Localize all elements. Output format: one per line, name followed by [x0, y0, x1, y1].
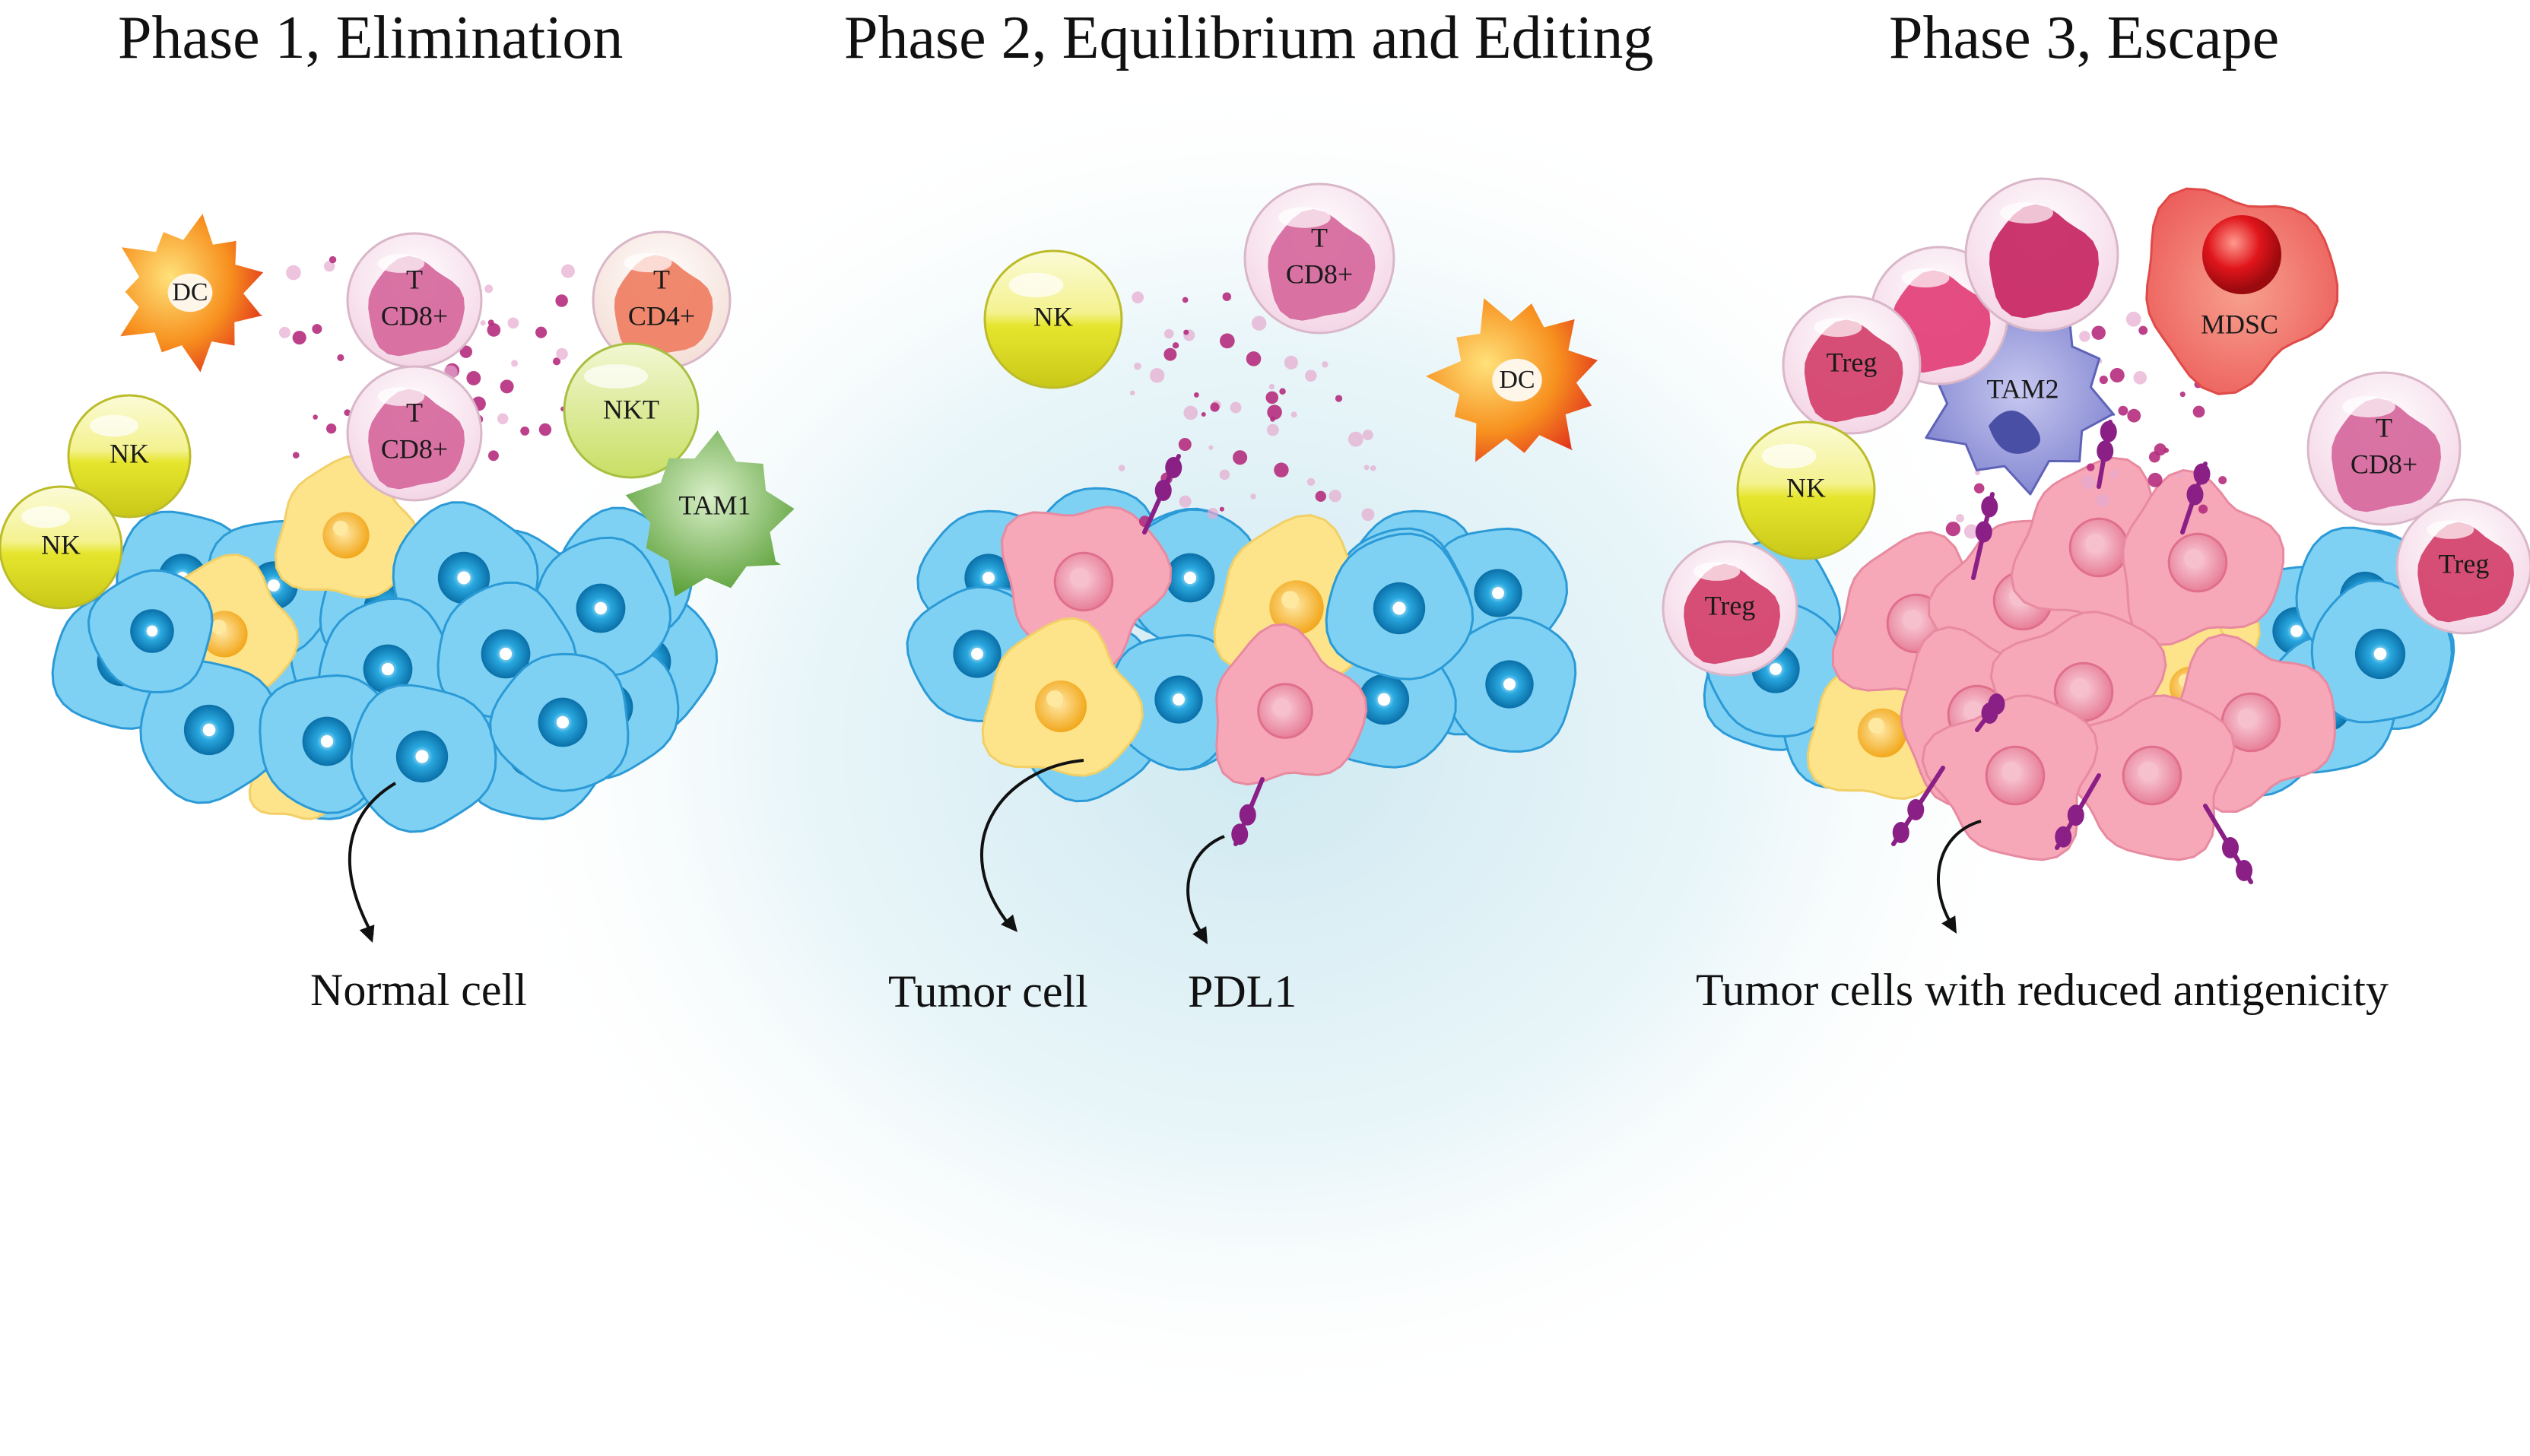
cd8-label: CD8+	[381, 433, 448, 464]
pdl1-receptor	[2097, 420, 2117, 489]
nkt-label: NKT	[603, 394, 659, 424]
pdl1-receptor	[1891, 766, 1945, 846]
pdl1-arrow	[1186, 835, 1225, 944]
phase-2-title: Phase 2, Equilibrium and Editing	[844, 5, 1654, 71]
tumor-cell-pink	[1921, 694, 2099, 861]
tam2-label: TAM2	[1986, 373, 2059, 404]
phase-3-title: Phase 3, Escape	[1889, 5, 2280, 71]
caption-arrows	[348, 759, 1982, 944]
t-label: T	[406, 264, 423, 294]
cd8-label: CD8+	[1286, 259, 1353, 289]
reduced-antigenicity-arrow	[1937, 820, 1982, 934]
t-label: T	[2376, 412, 2392, 443]
mdsc-label: MDSC	[2201, 309, 2278, 339]
dc-label: DC	[1499, 366, 1535, 394]
treg-label: Treg	[2439, 548, 2490, 579]
treg-cell: Treg	[1662, 540, 1798, 677]
phase-1-title: Phase 1, Elimination	[118, 5, 624, 71]
tumor-cell-caption: Tumor cell	[888, 966, 1088, 1017]
normal-cell	[350, 684, 497, 833]
nk-label: NK	[1033, 301, 1073, 331]
normal-cell	[489, 652, 630, 792]
pdl1-receptor	[2180, 462, 2211, 535]
reduced-antigenicity-caption: Tumor cells with reduced antigenicity	[1696, 965, 2389, 1015]
tumor-cell-pink	[2122, 468, 2285, 646]
dendritic-cell: DC	[1426, 298, 1598, 462]
treg-cell	[1964, 177, 2119, 332]
treg-label: Treg	[1705, 590, 1756, 620]
nk-cell: NK	[983, 249, 1123, 389]
normal-cell	[1325, 532, 1475, 680]
mdsc-cell: MDSC	[2145, 187, 2339, 395]
treg-cell: Treg	[2395, 498, 2530, 635]
tam1-label: TAM1	[678, 490, 751, 520]
normal-cell	[139, 659, 282, 804]
phase-2-illustration: NK T CD8+ DC	[906, 182, 1598, 846]
nk-cell: NK	[0, 485, 123, 610]
normal-cell-arrow	[348, 782, 397, 943]
t-label: T	[406, 397, 423, 427]
nk-cell: NK	[67, 394, 192, 519]
nk-label: NK	[41, 529, 81, 560]
pdl1-receptor	[2203, 804, 2253, 884]
tumor-cell-arrow	[979, 759, 1084, 932]
normal-cell	[1438, 616, 1577, 753]
t-label: T	[653, 264, 670, 294]
normal-cell	[87, 569, 214, 693]
pdl1-caption: PDL1	[1188, 966, 1297, 1017]
tumor-cell-yellow	[981, 617, 1144, 777]
pdl1-receptor	[1142, 454, 1182, 535]
tam1-cell: TAM1	[625, 430, 795, 597]
pdl1-receptor	[1231, 777, 1265, 846]
treg-label: Treg	[1827, 347, 1878, 377]
t-cd8-cell: T CD8+	[2306, 371, 2462, 526]
t-cd8-cell: T CD8+	[346, 365, 483, 502]
t-cd8-cell: T CD8+	[1243, 182, 1395, 335]
normal-cell-caption: Normal cell	[310, 965, 527, 1015]
tumor-cell-pink	[1215, 623, 1368, 786]
cd8-label: CD8+	[2351, 449, 2417, 479]
cd4-label: CD4+	[628, 300, 695, 331]
pdl1-receptor	[1975, 693, 2005, 732]
t-label: T	[1311, 222, 1328, 252]
nkt-cell: NKT	[563, 342, 700, 479]
t-cd8-cell: T CD8+	[346, 232, 483, 369]
pdl1-receptor	[2055, 773, 2101, 850]
nk-cell: NK	[1736, 420, 1876, 560]
nk-label: NK	[110, 438, 149, 468]
dendritic-cell: DC	[120, 214, 264, 373]
treg-cell: Treg	[1782, 295, 1922, 435]
dc-label: DC	[172, 278, 208, 306]
cd8-label: CD8+	[381, 300, 448, 331]
pdl1-receptor	[1971, 492, 1998, 580]
t-cd4-cell: T CD4+	[592, 230, 732, 370]
nk-label: NK	[1786, 472, 1826, 503]
